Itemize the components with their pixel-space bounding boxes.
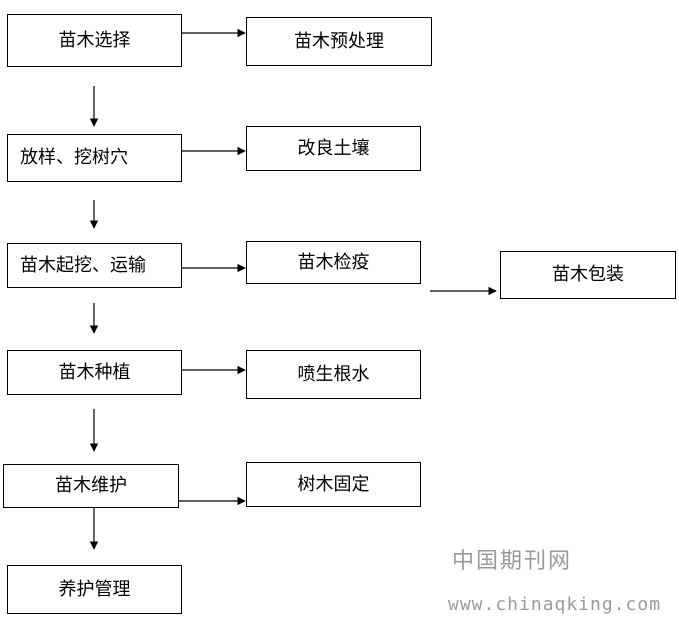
watermark-site-name: 中国期刊网 (452, 549, 573, 574)
node-seedling-selection: 苗木选择 (7, 14, 182, 67)
node-soil-improvement: 改良土壤 (246, 126, 421, 171)
watermark-url: www.chinaqking.com (448, 594, 662, 615)
node-label: 喷生根水 (297, 363, 370, 385)
node-spray-rooting-water: 喷生根水 (246, 350, 421, 399)
node-label: 苗木种植 (58, 361, 131, 383)
node-seedling-planting: 苗木种植 (7, 350, 182, 395)
node-label: 苗木维护 (55, 475, 127, 496)
node-tree-fixing: 树木固定 (246, 462, 421, 507)
node-layout-dig-pit: 放样、挖树穴 (7, 134, 182, 182)
node-dig-transport: 苗木起挖、运输 (7, 243, 182, 288)
node-care-management: 养护管理 (7, 565, 182, 614)
node-label: 苗木检疫 (297, 251, 370, 273)
node-label: 苗木预处理 (294, 30, 384, 52)
node-seedling-pretreatment: 苗木预处理 (246, 17, 432, 66)
node-label: 苗木选择 (58, 29, 131, 51)
node-label: 苗木起挖、运输 (20, 254, 146, 276)
node-seedling-maintenance: 苗木维护 (3, 464, 179, 508)
node-label: 树木固定 (297, 473, 370, 495)
node-label: 放样、挖树穴 (20, 147, 128, 168)
node-label: 改良土壤 (297, 137, 370, 159)
node-seedling-quarantine: 苗木检疫 (246, 241, 421, 284)
node-label: 养护管理 (58, 578, 131, 600)
node-seedling-packaging: 苗木包装 (500, 251, 676, 299)
node-label: 苗木包装 (552, 264, 624, 285)
